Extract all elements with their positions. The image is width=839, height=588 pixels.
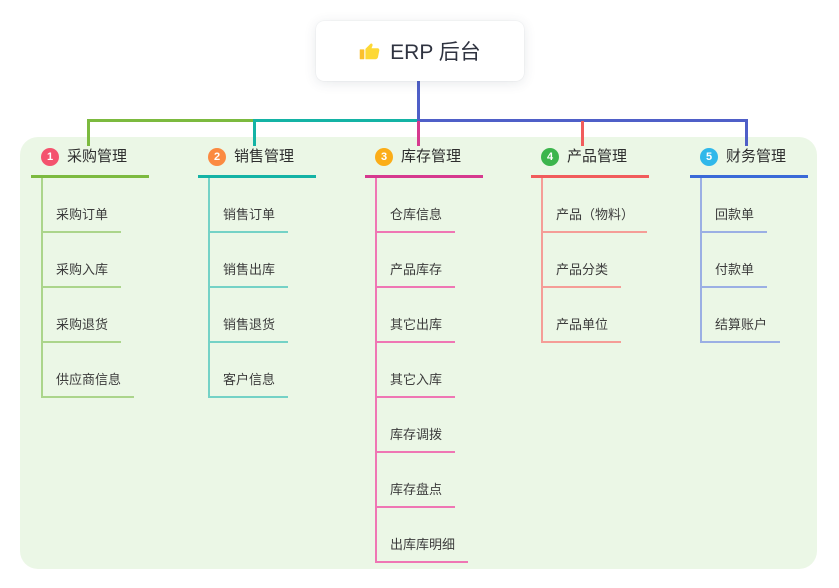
root-node[interactable]: ERP 后台: [316, 21, 524, 81]
branch-column-finance: 5 财务管理 回款单 付款单 结算账户: [690, 146, 808, 343]
bus-segment-right: [417, 119, 748, 122]
child-node[interactable]: 产品库存: [375, 261, 456, 288]
child-node[interactable]: 采购退货: [41, 316, 122, 343]
drop-connector-inventory: [417, 121, 420, 146]
branch-children: 仓库信息 产品库存 其它出库 其它入库 库存调拨 库存盘点 出库库明细: [375, 178, 483, 563]
child-node[interactable]: 销售出库: [208, 261, 289, 288]
branch-children: 产品（物料） 产品分类 产品单位: [541, 178, 649, 343]
child-node[interactable]: 出库库明细: [375, 536, 469, 563]
child-node[interactable]: 供应商信息: [41, 371, 135, 398]
child-node[interactable]: 仓库信息: [375, 206, 456, 233]
branch-children: 采购订单 采购入库 采购退货 供应商信息: [41, 178, 149, 398]
branch-title-inventory[interactable]: 3 库存管理: [365, 146, 483, 178]
drop-connector-finance: [745, 119, 748, 146]
child-node[interactable]: 库存盘点: [375, 481, 456, 508]
drop-connector-sales: [253, 119, 256, 146]
branch-title-finance[interactable]: 5 财务管理: [690, 146, 808, 178]
mindmap-panel: [20, 137, 817, 569]
child-node[interactable]: 其它出库: [375, 316, 456, 343]
branch-number-badge: 2: [208, 148, 226, 166]
branch-number-badge: 3: [375, 148, 393, 166]
root-trunk-connector: [417, 80, 420, 120]
root-title: ERP 后台: [390, 41, 481, 64]
child-node[interactable]: 销售退货: [208, 316, 289, 343]
branch-title-sales[interactable]: 2 销售管理: [198, 146, 316, 178]
branch-children: 销售订单 销售出库 销售退货 客户信息: [208, 178, 316, 398]
branch-label: 采购管理: [67, 148, 128, 165]
child-node[interactable]: 产品单位: [541, 316, 622, 343]
branch-column-sales: 2 销售管理 销售订单 销售出库 销售退货 客户信息: [198, 146, 316, 398]
thumbs-up-icon: [359, 40, 381, 62]
child-node[interactable]: 回款单: [700, 206, 768, 233]
branch-column-inventory: 3 库存管理 仓库信息 产品库存 其它出库 其它入库 库存调拨 库存盘点 出库库…: [365, 146, 483, 563]
branch-title-purchase[interactable]: 1 采购管理: [31, 146, 149, 178]
child-node[interactable]: 采购入库: [41, 261, 122, 288]
branch-column-purchase: 1 采购管理 采购订单 采购入库 采购退货 供应商信息: [31, 146, 149, 398]
child-node[interactable]: 其它入库: [375, 371, 456, 398]
branch-number-badge: 1: [41, 148, 59, 166]
branch-label: 财务管理: [726, 148, 787, 165]
child-node[interactable]: 付款单: [700, 261, 768, 288]
branch-label: 销售管理: [234, 148, 295, 165]
bus-segment-purchase: [87, 119, 256, 122]
branch-column-product: 4 产品管理 产品（物料） 产品分类 产品单位: [531, 146, 649, 343]
branch-children: 回款单 付款单 结算账户: [700, 178, 808, 343]
branch-title-product[interactable]: 4 产品管理: [531, 146, 649, 178]
child-node[interactable]: 销售订单: [208, 206, 289, 233]
child-node[interactable]: 客户信息: [208, 371, 289, 398]
branch-number-badge: 5: [700, 148, 718, 166]
child-node[interactable]: 产品分类: [541, 261, 622, 288]
drop-connector-purchase: [87, 119, 90, 146]
branch-label: 库存管理: [401, 148, 462, 165]
child-node[interactable]: 产品（物料）: [541, 206, 648, 233]
drop-connector-product: [581, 121, 584, 146]
bus-segment-sales: [253, 119, 420, 122]
branch-label: 产品管理: [567, 148, 628, 165]
branch-number-badge: 4: [541, 148, 559, 166]
child-node[interactable]: 结算账户: [700, 316, 781, 343]
child-node[interactable]: 库存调拨: [375, 426, 456, 453]
child-node[interactable]: 采购订单: [41, 206, 122, 233]
